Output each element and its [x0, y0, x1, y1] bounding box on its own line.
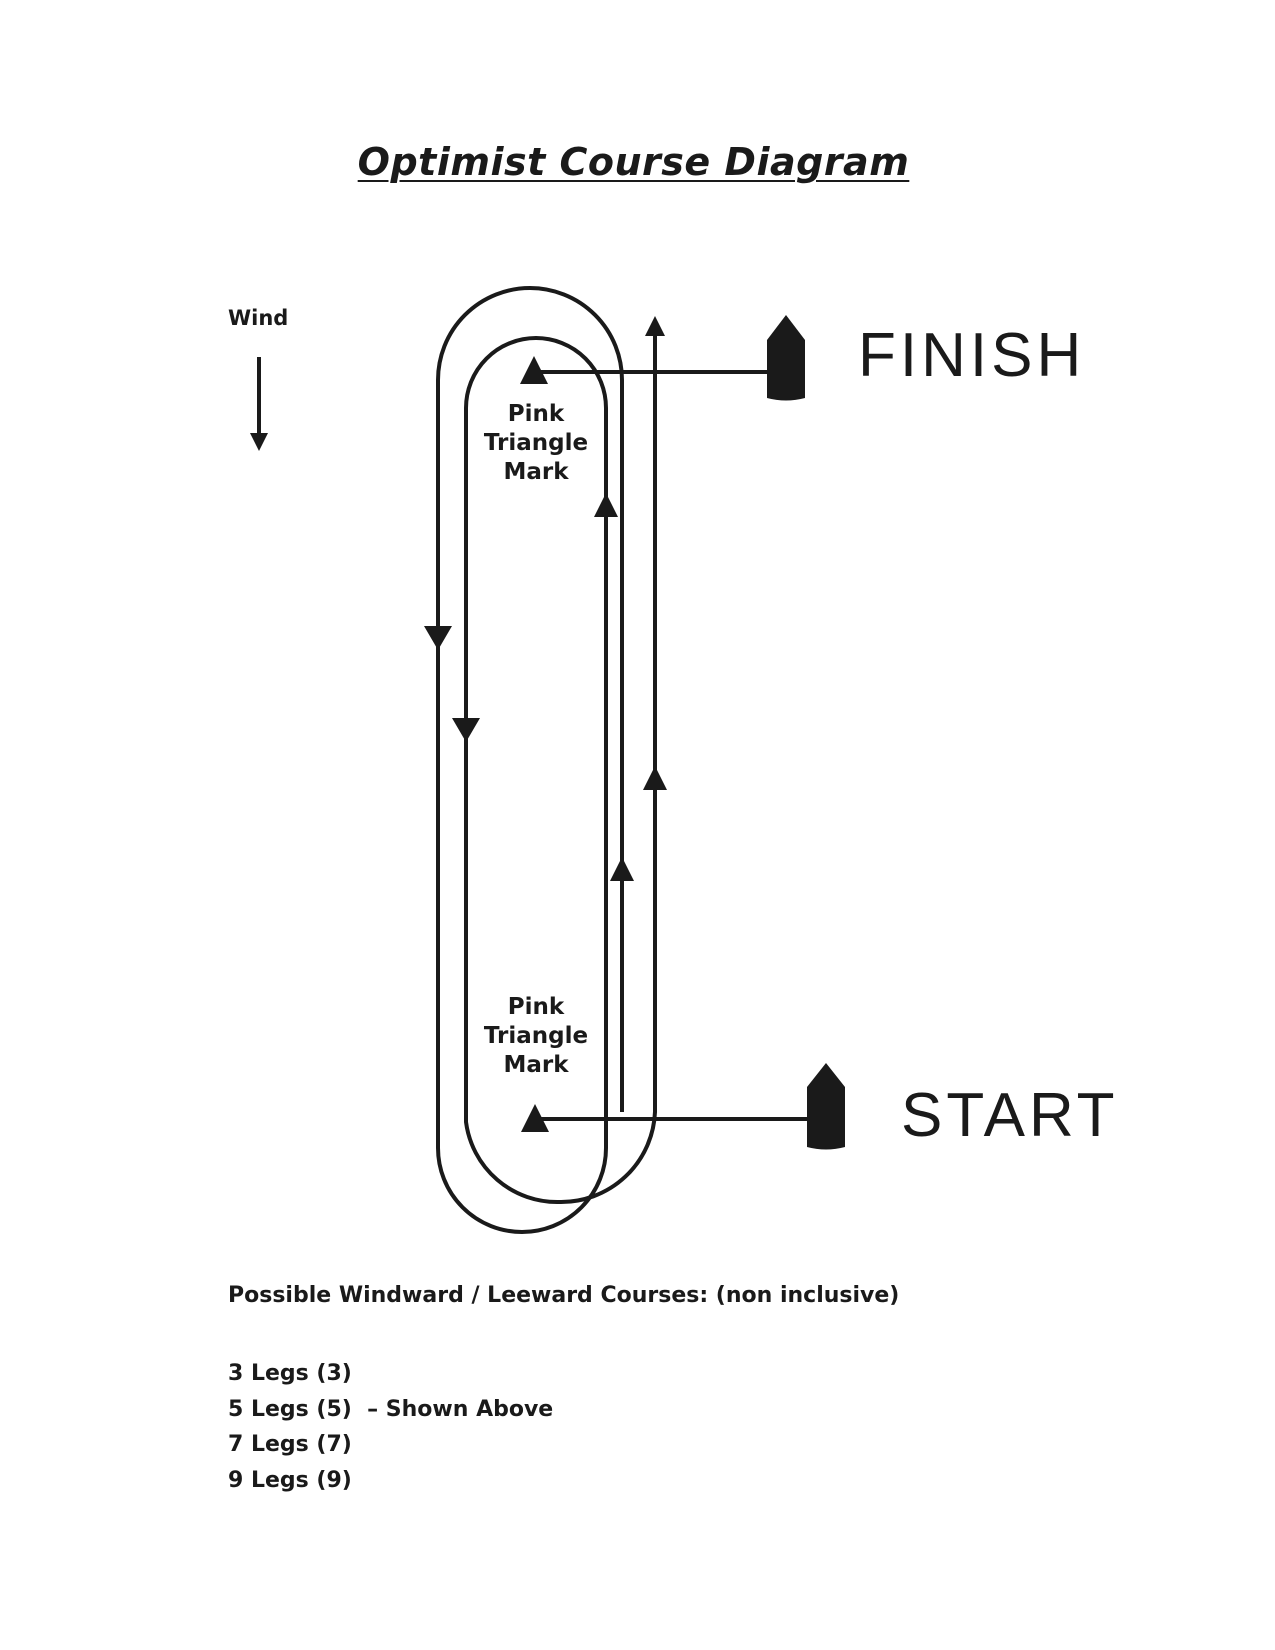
- finish-committee-boat-icon: [767, 315, 805, 401]
- bottom-mark-label-line: Pink: [507, 994, 565, 1020]
- upwind-arrow-right: [643, 766, 667, 790]
- upwind-arrow-inner: [594, 493, 618, 517]
- downwind-arrow-outer: [424, 626, 452, 650]
- top-mark-label: Pink Triangle Mark: [466, 400, 606, 487]
- bottom-mark-label: Pink Triangle Mark: [466, 993, 606, 1080]
- course-option: 9 Legs (9): [228, 1467, 352, 1493]
- bottom-mark-label-line: Triangle: [483, 1023, 589, 1049]
- top-mark-triangle-icon: [520, 356, 548, 384]
- finish-label: FINISH: [858, 321, 1086, 390]
- wind-arrow-head: [250, 433, 268, 451]
- downwind-arrow-inner: [452, 718, 480, 742]
- bottom-mark-triangle-icon: [521, 1104, 549, 1132]
- upwind-arrow-mid: [610, 857, 634, 881]
- finish-arrow-head: [645, 316, 665, 336]
- course-options-list: 3 Legs (3) 5 Legs (5) – Shown Above 7 Le…: [228, 1356, 553, 1498]
- course-path-inner-loop: [464, 330, 657, 1205]
- page-title: Optimist Course Diagram: [357, 140, 910, 184]
- top-mark-label-line: Triangle: [483, 430, 589, 456]
- course-option: 5 Legs (5) – Shown Above: [228, 1396, 554, 1422]
- start-committee-boat-icon: [807, 1063, 845, 1150]
- top-mark-label-line: Pink: [507, 401, 565, 427]
- course-option: 3 Legs (3): [228, 1361, 352, 1386]
- start-label: START: [901, 1081, 1119, 1150]
- bottom-mark-label-line: Mark: [503, 1052, 569, 1078]
- wind-label: Wind: [228, 306, 289, 330]
- top-mark-label-line: Mark: [503, 459, 569, 485]
- courses-heading: Possible Windward / Leeward Courses: (no…: [228, 1283, 900, 1308]
- course-option: 7 Legs (7): [228, 1432, 352, 1457]
- course-path-outer-loop: [436, 286, 624, 1234]
